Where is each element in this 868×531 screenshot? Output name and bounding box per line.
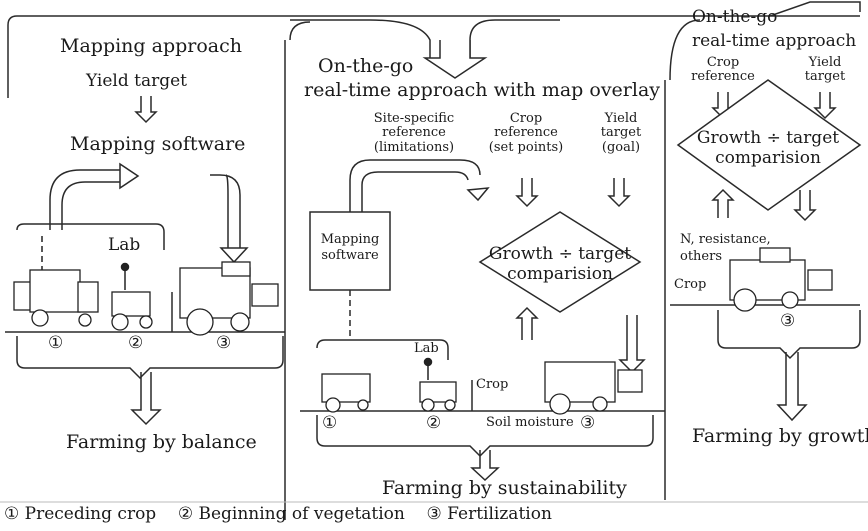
legend: ① Preceding crop ② Beginning of vegetati…: [4, 505, 552, 524]
middle-title-line1: On-the-go: [318, 55, 414, 77]
left-step-3: ③: [216, 333, 232, 353]
left-step-2: ②: [128, 333, 144, 353]
left-step-1: ①: [48, 333, 64, 353]
middle-step-3: ③: [580, 413, 596, 433]
soil-moisture-label: Soil moisture: [486, 415, 574, 430]
right-title-line2: real-time approach: [692, 31, 857, 51]
left-yield-target: Yield target: [86, 71, 188, 91]
right-divider: [664, 19, 701, 500]
mapping-approach-title: Mapping approach: [60, 35, 243, 57]
sensor-label: N, resistance,others: [680, 232, 771, 264]
right-step-3: ③: [780, 311, 796, 331]
middle-step-1: ①: [322, 413, 338, 433]
left-top-bracket: [16, 223, 165, 250]
left-mapping-software: Mapping software: [70, 133, 246, 155]
middle-crop-label: Crop: [476, 377, 509, 392]
left-divider: [284, 21, 311, 520]
farming-by-sustainability: Farming by sustainability: [382, 477, 627, 499]
farming-by-balance: Farming by balance: [66, 431, 257, 453]
legend-num-3: ③: [426, 504, 442, 524]
middle-lab-label: Lab: [414, 341, 439, 356]
right-comparison-diamond: [676, 79, 862, 211]
middle-step-2: ②: [426, 413, 442, 433]
middle-title-line2: real-time approach with map overlay: [304, 79, 661, 101]
machines: [13, 247, 833, 415]
top-frame: [7, 1, 861, 98]
right-title-line1: On-the-go: [692, 7, 778, 27]
legend-beginning-of-vegetation: Beginning of vegetation: [198, 504, 405, 524]
legend-fertilization: Fertilization: [447, 504, 552, 524]
legend-num-2: ②: [177, 504, 194, 524]
left-lab-label: Lab: [108, 235, 141, 255]
left-bottom-bracket: [16, 336, 284, 380]
central-arrow: [422, 40, 488, 79]
legend-num-1: ①: [4, 504, 20, 524]
right-crop-label: Crop: [674, 277, 707, 292]
middle-comparison-diamond: [478, 211, 642, 313]
farming-by-growth: Farming by growth: [692, 425, 868, 447]
legend-preceding-crop: Preceding crop: [24, 504, 157, 524]
